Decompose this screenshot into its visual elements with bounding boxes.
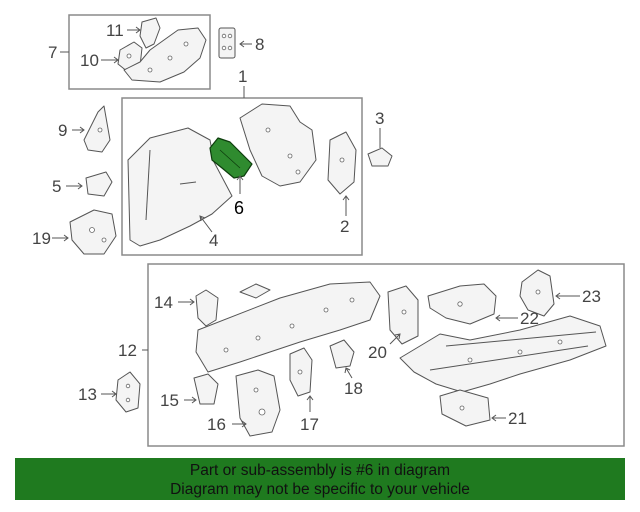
callout-3: 3 [375,109,384,128]
callout-8: 8 [255,35,264,54]
part-19-bracket[interactable] [69,209,117,255]
info-banner: Part or sub-assembly is #6 in diagram Di… [15,458,625,500]
parts-diagram: 11 10 7 8 1 9 3 5 6 2 4 19 14 12 13 15 1… [32,14,625,447]
callout-20: 20 [368,343,387,362]
part-8-plate[interactable] [218,27,236,59]
callout-19: 19 [32,229,51,248]
part-5-bracket[interactable] [85,171,113,197]
group-box-12 [147,263,625,447]
part-16-plate[interactable] [235,369,281,437]
callout-16: 16 [207,415,226,434]
callout-7: 7 [48,43,57,62]
callout-1: 1 [238,67,247,86]
part-13-plate[interactable] [115,371,141,413]
banner-line-1: Part or sub-assembly is #6 in diagram [189,462,451,479]
part-rail-cap[interactable] [239,283,271,299]
part-frame-assembly[interactable] [399,315,607,393]
banner-line-2: Diagram may not be specific to your vehi… [170,481,470,498]
callout-13: 13 [78,385,97,404]
callout-15: 15 [160,391,179,410]
part-4-wheelhouse[interactable] [127,127,233,247]
callout-4: 4 [209,231,218,250]
part-11-bracket[interactable] [139,17,161,49]
callout-9: 9 [58,121,67,140]
part-15-bracket[interactable] [193,373,219,405]
part-21-plate[interactable] [439,389,491,427]
part-22-bracket[interactable] [427,283,497,325]
callout-14: 14 [154,293,173,312]
callout-12: 12 [118,341,137,360]
group-box-1 [121,97,363,256]
callout-10: 10 [80,51,99,70]
callout-23: 23 [582,287,601,306]
callout-2: 2 [340,217,349,236]
part-20-bracket[interactable] [387,285,419,345]
part-9-gusset[interactable] [83,105,111,153]
part-12-frame-rail[interactable] [195,281,381,373]
callout-11: 11 [106,21,124,40]
part-14-bracket[interactable] [195,289,219,327]
part-23-bracket[interactable] [519,269,555,317]
part-1-inner-panel[interactable] [239,103,317,187]
callout-22: 22 [520,309,539,328]
callout-17: 17 [300,415,319,434]
part-17-bracket[interactable] [289,347,313,397]
part-2-bracket[interactable] [327,131,357,195]
part-6-bracket[interactable] [209,137,253,179]
callout-21: 21 [508,409,527,428]
part-18-bracket[interactable] [329,339,355,369]
part-7-extension[interactable] [123,27,207,83]
callout-5: 5 [52,177,61,196]
callout-6: 6 [234,198,244,218]
leader-lines [52,26,580,428]
part-3-clip[interactable] [367,147,393,167]
callout-18: 18 [344,379,363,398]
